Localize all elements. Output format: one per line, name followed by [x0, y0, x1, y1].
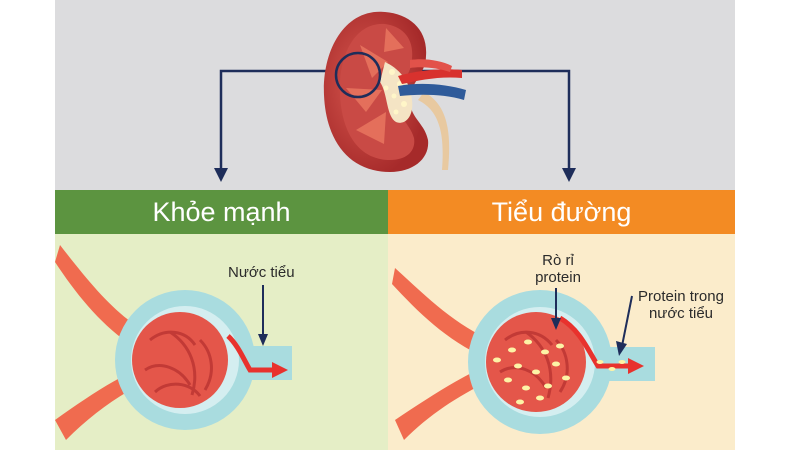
- diabetic-header: Tiểu đường: [388, 190, 735, 234]
- healthy-title: Khỏe mạnh: [152, 196, 291, 227]
- protein-leak-line1: Rò rỉ: [542, 252, 574, 269]
- healthy-glomerulus-illustration: [55, 245, 292, 440]
- arrow-down-icon: [214, 168, 576, 182]
- protein-in-urine-line2: nước tiểu: [648, 305, 714, 322]
- protein-dots: [493, 339, 570, 405]
- kidney-illustration: [323, 11, 466, 172]
- healthy-header: Khỏe mạnh: [55, 190, 388, 234]
- protein-in-urine-label: Protein trong nước tiểu: [626, 288, 736, 322]
- protein-leak-label: Rò rỉ protein: [528, 252, 588, 286]
- urine-label: Nước tiểu: [228, 264, 295, 281]
- urine-label-text: Nước tiểu: [228, 264, 295, 281]
- diabetic-title: Tiểu đường: [491, 196, 632, 227]
- protein-in-urine-line1: Protein trong: [638, 288, 724, 305]
- urine-protein-pointer-arrow: [616, 295, 633, 356]
- leak-pointer-arrow: [551, 288, 561, 330]
- magnifier-circle: [334, 51, 382, 99]
- protein-leak-line2: protein: [535, 269, 581, 286]
- diabetic-glomerulus-illustration: [392, 268, 655, 440]
- urine-pointer-arrow: [258, 285, 268, 346]
